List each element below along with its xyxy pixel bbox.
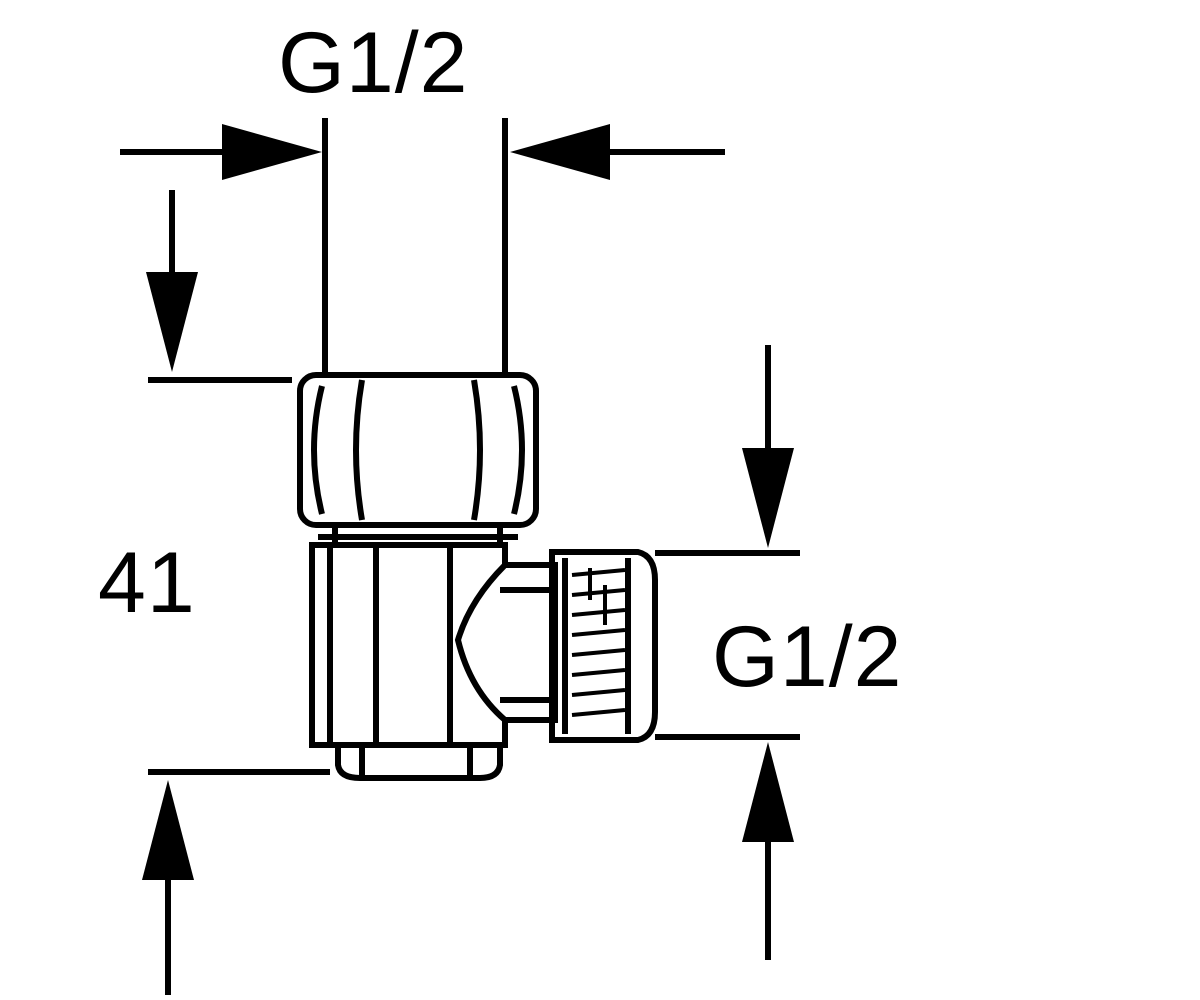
fitting-body [309, 542, 558, 748]
arrow-down-icon [146, 272, 198, 372]
hex-nut-facet-left [311, 385, 325, 515]
hex-nut-edge-right [471, 379, 483, 521]
bottom-cap [335, 745, 503, 781]
body-outline [309, 542, 558, 748]
arrow-right-icon [222, 124, 322, 180]
body-saddle-curve [454, 562, 508, 723]
thread-mark [571, 588, 626, 597]
thread-mark [571, 628, 626, 637]
thread-mark [571, 668, 626, 677]
hex-nut-edge-left [353, 379, 365, 521]
thread-mark [571, 648, 626, 657]
arrow-down-icon [742, 448, 794, 548]
top-thread-label: G1/2 [278, 15, 468, 111]
thread-mark [571, 568, 626, 577]
thread-mark [571, 608, 626, 617]
arrow-left-icon [510, 124, 610, 180]
arrow-up-icon [742, 742, 794, 842]
thread-mark [571, 688, 626, 697]
thread-mark [571, 708, 626, 717]
bottom-cap-outline [335, 745, 503, 781]
side-thread-dimension [655, 345, 800, 960]
outlet-outline [549, 549, 658, 743]
angle-fitting [297, 372, 658, 781]
side-thread-label: G1/2 [712, 609, 902, 705]
hex-nut-outline [297, 372, 539, 528]
threaded-outlet [549, 549, 658, 743]
height-dimension [142, 190, 330, 995]
arrow-up-icon [142, 780, 194, 880]
top-width-dimension [120, 118, 725, 372]
hex-nut-facet-right [511, 385, 525, 515]
hex-nut [297, 372, 539, 528]
height-label: 41 [98, 535, 196, 631]
